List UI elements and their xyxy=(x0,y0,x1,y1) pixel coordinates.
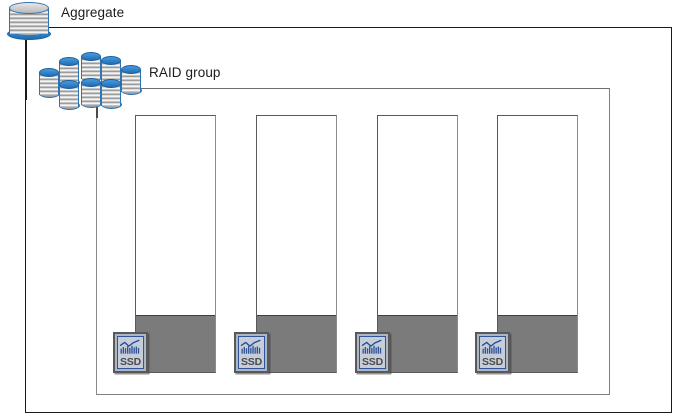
disk-cylinder-icon xyxy=(100,79,122,109)
ssd-icon-face: SSD xyxy=(359,336,386,369)
disk-top xyxy=(59,57,79,66)
database-cylinder-icon xyxy=(7,2,51,40)
disk-top xyxy=(81,52,101,61)
disk-cylinder-icon xyxy=(58,80,80,110)
ssd-icon-label: SSD xyxy=(482,356,503,368)
cylinder-top xyxy=(9,2,49,14)
disk-body xyxy=(39,73,59,95)
aggregate-container xyxy=(25,27,672,413)
ssd-chart-glyph xyxy=(361,339,382,354)
disk-body xyxy=(59,62,79,84)
disk-body xyxy=(101,61,121,83)
disk-body xyxy=(59,85,79,107)
ssd-chart-glyph xyxy=(240,339,261,354)
drive-column-used-capacity xyxy=(257,315,336,372)
disk-top xyxy=(101,79,121,88)
ssd-drive-icon: SSD xyxy=(475,332,510,373)
ssd-drive-icon: SSD xyxy=(355,332,390,373)
ssd-icon-label: SSD xyxy=(120,356,141,368)
ssd-icon-face: SSD xyxy=(117,336,144,369)
raid-group-label: RAID group xyxy=(149,65,221,80)
aggregate-leader-line xyxy=(25,40,27,100)
ssd-icon-label: SSD xyxy=(362,356,383,368)
disk-body xyxy=(121,70,141,92)
drive-column-2 xyxy=(256,115,337,373)
disk-top xyxy=(81,78,101,87)
ssd-icon-face: SSD xyxy=(238,336,265,369)
disk-cylinder-icon xyxy=(120,65,142,95)
disk-top xyxy=(121,65,141,74)
disk-cylinder-icon xyxy=(38,68,60,98)
disk-body xyxy=(81,83,101,105)
ssd-icon-label: SSD xyxy=(241,356,262,368)
disk-top xyxy=(101,56,121,65)
drive-column-used-capacity xyxy=(378,315,457,372)
drive-column-used-capacity xyxy=(136,315,215,372)
ssd-drive-icon: SSD xyxy=(234,332,269,373)
aggregate-label: Aggregate xyxy=(61,5,125,20)
disk-body xyxy=(101,84,121,106)
ssd-chart-glyph xyxy=(481,339,502,354)
drive-column-4 xyxy=(497,115,578,373)
drive-column-1 xyxy=(135,115,216,373)
ssd-icon-face: SSD xyxy=(479,336,506,369)
disk-body xyxy=(81,57,101,79)
drive-column-used-capacity xyxy=(498,315,577,372)
ssd-drive-icon: SSD xyxy=(113,332,148,373)
raid-group-container xyxy=(96,88,610,395)
disk-top xyxy=(59,80,79,89)
drive-column-3 xyxy=(377,115,458,373)
ssd-chart-glyph xyxy=(119,339,140,354)
disk-top xyxy=(39,68,59,77)
disk-cylinder-icon xyxy=(80,78,102,108)
